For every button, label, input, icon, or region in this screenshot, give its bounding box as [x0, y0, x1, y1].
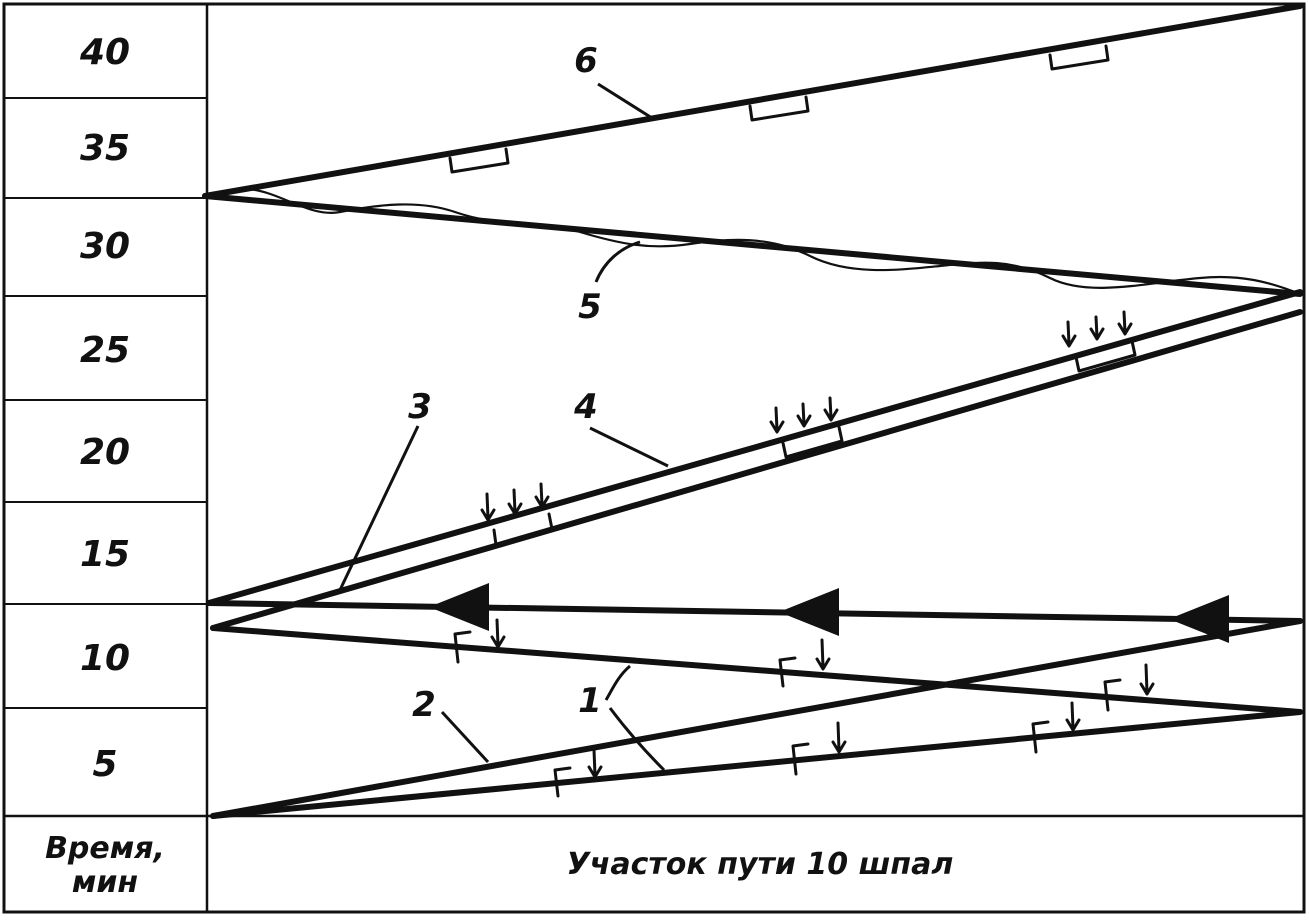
tick-label: 20	[80, 432, 130, 473]
tick-label: 40	[79, 32, 130, 73]
down-arrow-symbol	[831, 721, 847, 754]
tick-label: 10	[80, 638, 130, 679]
path-6	[202, 3, 1303, 199]
triple-arrows-symbol	[769, 396, 839, 434]
leader-lines	[338, 82, 669, 772]
tick-label: 30	[80, 226, 130, 267]
machine-rect-symbol	[748, 95, 810, 122]
track-axis-label: Участок пути 10 шпал	[567, 847, 954, 882]
machine-rect-symbol	[448, 147, 510, 174]
machine-rect-symbol	[492, 512, 554, 547]
path-2	[210, 618, 1303, 819]
rail-anchor-symbol	[1031, 720, 1050, 754]
time-axis-label-line2: мин	[72, 865, 138, 900]
time-column-gridlines	[4, 97, 207, 709]
machine-rect-symbol	[1048, 44, 1110, 71]
rail-anchor-symbol	[1103, 678, 1122, 712]
tick-label: 15	[80, 534, 130, 575]
triple-arrows-symbol	[1061, 310, 1133, 348]
label-1: 1	[578, 681, 602, 721]
triple-arrows-symbol	[480, 482, 550, 522]
leader-6	[597, 82, 653, 120]
path-4	[210, 309, 1303, 631]
leader-1b	[608, 707, 666, 772]
down-arrow-symbol	[587, 748, 603, 779]
tick-label: 35	[80, 128, 130, 169]
label-4: 4	[573, 387, 598, 427]
label-3: 3	[408, 387, 432, 427]
down-arrow-symbol	[1065, 701, 1081, 732]
rail-anchor-symbol	[453, 630, 472, 664]
leader-4	[589, 426, 669, 468]
tick-label: 25	[80, 330, 130, 371]
time-tick-labels: 40 35 30 25 20 15 10 5	[79, 32, 130, 785]
path-1-upper	[210, 618, 1303, 715]
down-arrow-symbol	[815, 638, 831, 671]
path-3-4	[206, 289, 1303, 631]
label-2: 2	[412, 685, 436, 725]
down-arrow-symbol	[1139, 663, 1155, 696]
leader-3	[338, 425, 420, 591]
rail-anchor-symbol	[778, 656, 797, 688]
machine-rect-symbol	[781, 425, 844, 459]
path-5	[202, 187, 1303, 297]
tick-label: 5	[92, 744, 117, 785]
machine-rect-symbol	[1074, 339, 1137, 373]
leader-5	[594, 240, 641, 283]
leader-2	[440, 710, 490, 764]
wave-symbol	[214, 187, 1301, 296]
down-arrow-symbol	[490, 618, 506, 649]
path-1-lower	[210, 701, 1303, 819]
leader-1a	[604, 664, 631, 701]
label-5: 5	[578, 287, 602, 327]
return-line	[206, 583, 1303, 643]
path-3	[206, 289, 1303, 606]
rail-anchor-symbol	[791, 742, 810, 776]
rail-anchor-symbol	[553, 766, 572, 798]
label-6: 6	[574, 41, 598, 81]
path-number-labels: 6 5 4 3 2 1	[408, 41, 602, 725]
time-axis-label-line1: Время,	[45, 831, 165, 866]
